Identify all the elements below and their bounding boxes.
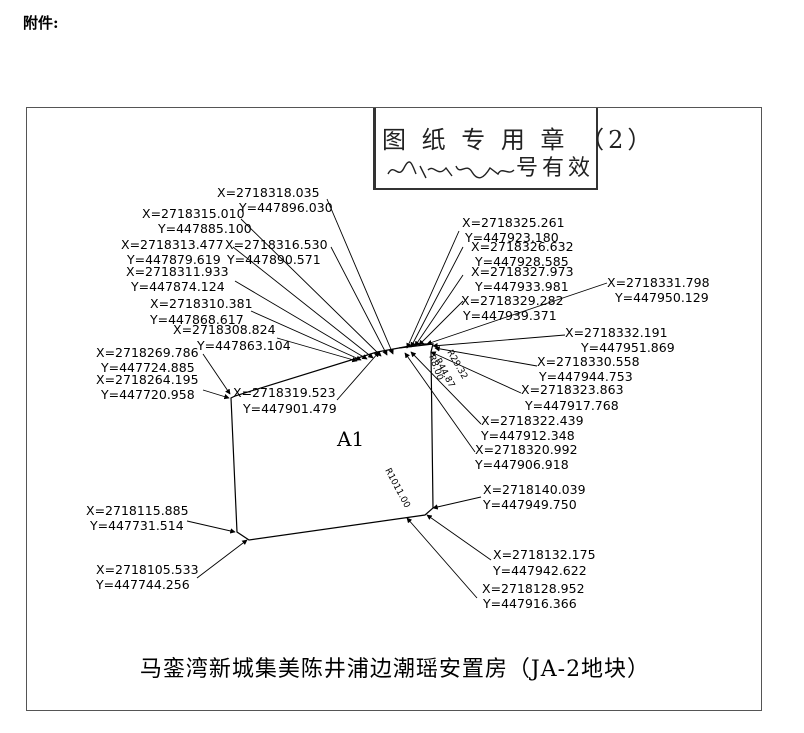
radius-label-1011: R1011.00 — [382, 467, 411, 510]
parcel-boundary — [230, 343, 434, 541]
coord-x: X=2718319.523 — [233, 385, 336, 400]
coord-y: Y=447724.885 — [100, 360, 195, 375]
coord-x: X=2718323.863 — [521, 382, 624, 397]
coord-x: X=2718325.261 — [462, 215, 565, 230]
coord-y: Y=447917.768 — [524, 398, 619, 413]
coord-y: Y=447933.981 — [474, 279, 569, 294]
parcel-label-a1: A1 — [336, 427, 364, 451]
coord-x: X=2718327.973 — [471, 264, 574, 279]
coord-x: X=2718316.530 — [225, 237, 328, 252]
coord-y: Y=447949.750 — [482, 497, 577, 512]
coord-y: Y=447942.622 — [492, 563, 587, 578]
coord-y: Y=447868.617 — [149, 312, 244, 327]
handwritten-signature — [387, 161, 515, 179]
coord-x: X=2718330.558 — [537, 354, 640, 369]
coordinate-labels: X=2718318.035 Y=447896.030 X=2718315.010… — [86, 185, 710, 611]
leader-lines — [186, 198, 608, 599]
coord-x: X=2718310.381 — [150, 296, 253, 311]
coord-x: X=2718322.439 — [481, 413, 584, 428]
coord-y: Y=447885.100 — [157, 221, 252, 236]
coord-x: X=2718329.282 — [461, 293, 564, 308]
coord-y: Y=447863.104 — [196, 338, 291, 353]
coord-y: Y=447896.030 — [238, 200, 333, 215]
coord-y: Y=447912.348 — [480, 428, 575, 443]
coord-y: Y=447939.371 — [462, 308, 557, 323]
coord-x: X=2718308.824 — [173, 322, 276, 337]
parcel-boundary-drawing: R8.00 R29.32 R44.87 R1011.00 A1 X=271831… — [86, 185, 710, 611]
coord-x: X=2718128.952 — [482, 581, 585, 596]
coord-y: Y=447874.124 — [130, 279, 225, 294]
coord-x: X=2718331.798 — [607, 275, 710, 290]
coord-x: X=2718318.035 — [217, 185, 320, 200]
coord-y: Y=447890.571 — [226, 252, 321, 267]
coord-x: X=2718115.885 — [86, 503, 189, 518]
figure-caption: 马銮湾新城集美陈井浦边潮瑶安置房（JA-2地块） — [139, 657, 651, 682]
coord-y: Y=447951.869 — [580, 340, 675, 355]
coord-y: Y=447950.129 — [614, 290, 709, 305]
coord-y: Y=447944.753 — [538, 369, 633, 384]
drawing-seal-stamp: 图 纸 专 用 章 （2） 号有效 — [373, 108, 651, 190]
stamp-title-text: 图 纸 专 用 章 （2） — [382, 126, 656, 154]
coord-x: X=2718105.533 — [96, 562, 199, 577]
coord-x: X=2718315.010 — [142, 206, 245, 221]
coord-y: Y=447916.366 — [482, 596, 577, 611]
coord-x: X=2718332.191 — [565, 325, 668, 340]
coord-x: X=2718264.195 — [96, 372, 199, 387]
stamp-valid-text: 号有效 — [516, 156, 595, 181]
parcel-map-figure: 图 纸 专 用 章 （2） 号有效 — [26, 107, 762, 711]
coord-y: Y=447879.619 — [126, 252, 221, 267]
coord-y: Y=447731.514 — [89, 518, 184, 533]
coord-x: X=2718326.632 — [471, 239, 574, 254]
coord-x: X=2718313.477 — [121, 237, 224, 252]
coord-x: X=2718140.039 — [483, 482, 586, 497]
coord-x: X=2718311.933 — [126, 264, 229, 279]
coord-y: Y=447720.958 — [100, 387, 195, 402]
attachment-label: 附件: — [23, 14, 59, 32]
coord-x: X=2718269.786 — [96, 345, 199, 360]
coord-y: Y=447901.479 — [242, 401, 337, 416]
coord-y: Y=447928.585 — [474, 254, 569, 269]
coord-y: Y=447744.256 — [95, 577, 190, 592]
coord-y: Y=447906.918 — [474, 457, 569, 472]
coord-x: X=2718320.992 — [475, 442, 578, 457]
coord-y: Y=447923.180 — [464, 230, 559, 245]
coord-x: X=2718132.175 — [493, 547, 596, 562]
